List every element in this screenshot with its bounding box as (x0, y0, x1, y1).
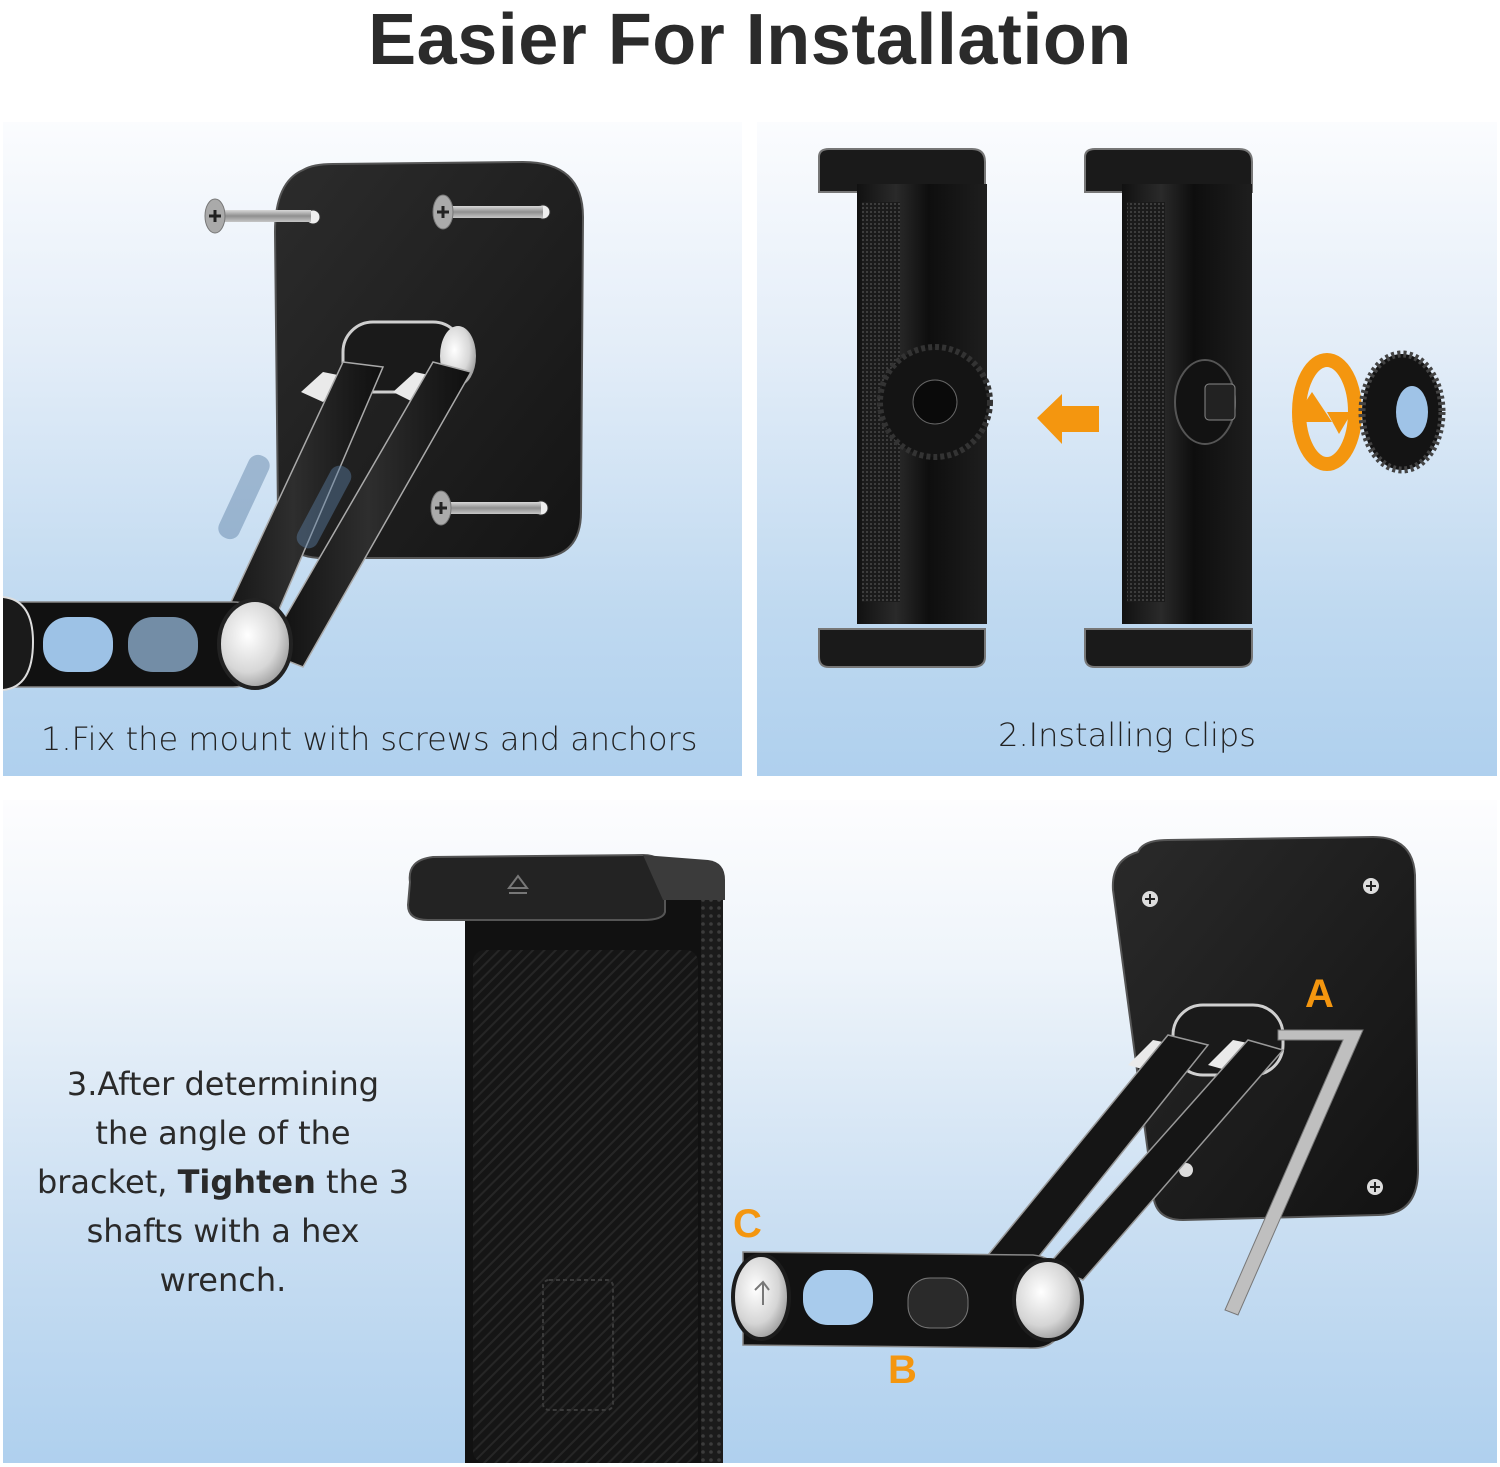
knob-nut (1358, 350, 1446, 474)
tablet-holder (406, 853, 725, 1463)
assembled-mount-illustration (406, 835, 1420, 1463)
rotate-arrows-icon (1292, 353, 1362, 471)
hex-wrench-icon (1224, 1029, 1364, 1316)
clips-illustration (818, 148, 1446, 668)
eject-icon (507, 874, 529, 894)
screw-icon (204, 198, 321, 234)
shaft-label-c: C (733, 1202, 762, 1246)
phone-clip-left (818, 148, 993, 668)
shaft-label-a: A (1305, 972, 1334, 1016)
page-title: Easier For Installation (368, 0, 1132, 80)
tighten-emphasis: Tighten (177, 1163, 316, 1201)
shaft-label-b: B (888, 1348, 917, 1392)
step-1-panel: 1.Fix the mount with screws and anchors (3, 122, 742, 776)
screw-icon (430, 490, 549, 526)
left-arrow-icon (1037, 394, 1099, 444)
step-1-caption: 1.Fix the mount with screws and anchors (41, 720, 698, 758)
wall-mount-illustration (3, 160, 585, 691)
screw-icon (1142, 891, 1158, 907)
step-3-panel: 3.After determining the angle of the bra… (3, 800, 1497, 1463)
screw-icon (1363, 878, 1379, 894)
step-2-panel: 2.Installing clips (757, 122, 1497, 776)
screw-icon (1367, 1179, 1383, 1195)
step-2-caption: 2.Installing clips (998, 716, 1256, 754)
phone-clip-right (1084, 148, 1253, 668)
step-3-caption: 3.After determining the angle of the bra… (36, 1065, 410, 1299)
screw-icon (432, 194, 551, 230)
